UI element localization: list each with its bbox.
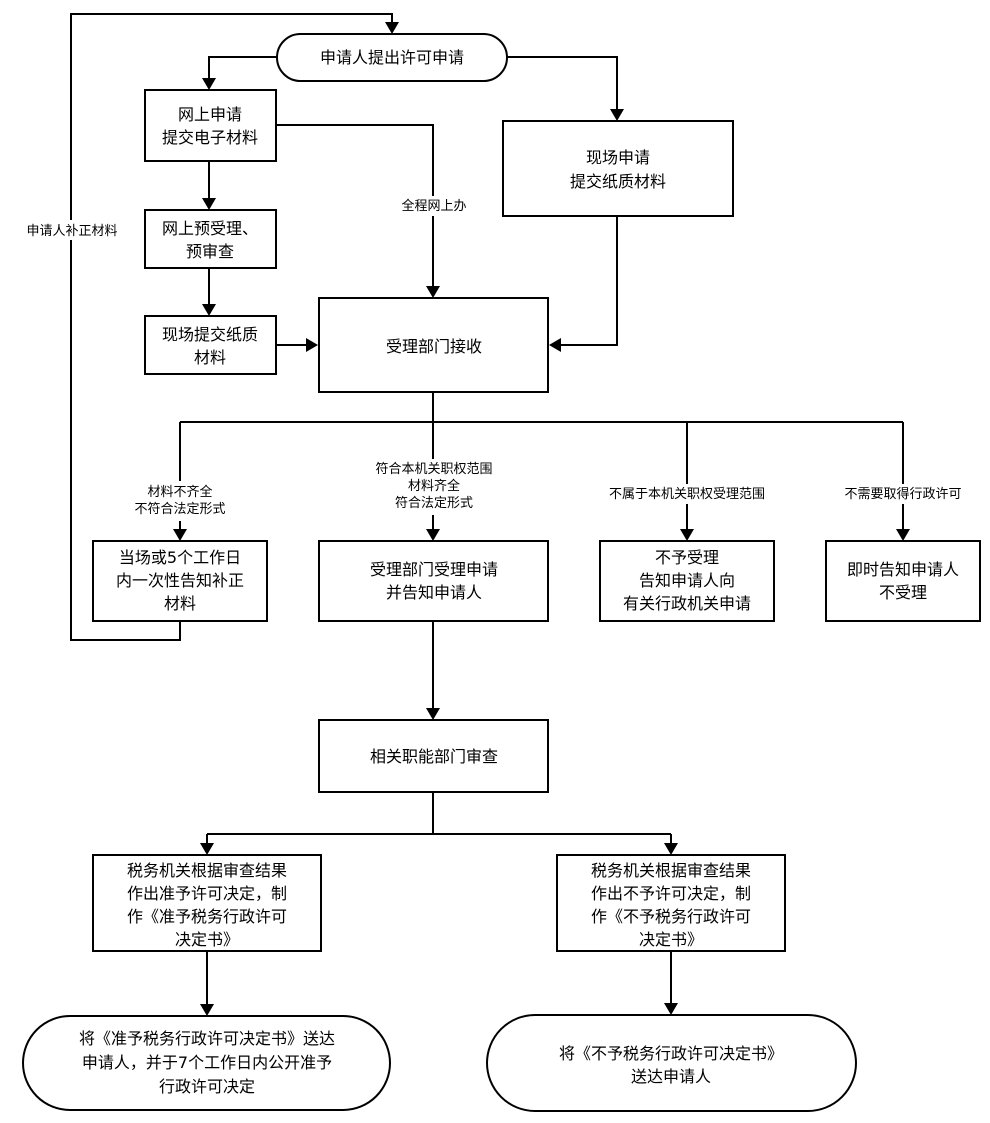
node-deny-decision: 税务机关根据审查结果 作出不予许可决定，制 作《不予税务行政许可 决定书》 <box>556 854 786 952</box>
svg-text:送达申请人: 送达申请人 <box>631 1067 711 1086</box>
svg-text:不受理: 不受理 <box>879 583 927 602</box>
arrowhead <box>200 1004 214 1016</box>
label-resubmit: 申请人补正材料 <box>14 220 130 240</box>
arrowhead <box>306 338 318 352</box>
arrowhead <box>680 529 694 541</box>
svg-text:材料齐全: 材料齐全 <box>408 478 460 494</box>
svg-text:申请人补正材料: 申请人补正材料 <box>26 224 117 239</box>
svg-text:受理部门接收: 受理部门接收 <box>386 337 482 356</box>
svg-text:税务机关根据审查结果: 税务机关根据审查结果 <box>591 861 751 880</box>
arrowhead <box>610 109 624 121</box>
svg-text:作《准予税务行政许可: 作《准予税务行政许可 <box>127 907 287 926</box>
node-online-apply: 网上申请 提交电子材料 <box>144 89 277 162</box>
arrowhead <box>896 529 910 541</box>
svg-text:受理部门受理申请: 受理部门受理申请 <box>370 560 498 579</box>
svg-text:将《不予税务行政许可决定书》: 将《不予税务行政许可决定书》 <box>559 1044 783 1063</box>
connectors <box>70 13 904 1008</box>
svg-text:材料: 材料 <box>164 594 196 613</box>
arrowheads <box>173 22 910 1016</box>
arrowhead <box>173 529 187 541</box>
svg-text:网上预受理、: 网上预受理、 <box>162 219 258 238</box>
svg-text:提交电子材料: 提交电子材料 <box>162 128 258 147</box>
svg-text:现场申请: 现场申请 <box>586 148 650 167</box>
arrowhead <box>385 22 399 34</box>
node-grant-deliver: 将《准予税务行政许可决定书》送达 申请人，并于7个工作日内公开准予 行政许可决定 <box>22 1015 391 1111</box>
edge-start-onsite <box>506 56 618 112</box>
arrowhead <box>426 708 440 720</box>
svg-text:材料: 材料 <box>194 348 226 367</box>
arrowhead <box>426 286 440 298</box>
node-dept-receive: 受理部门接收 <box>318 297 549 393</box>
node-start-text: 申请人提出许可申请 <box>320 48 464 67</box>
svg-text:税务机关根据审查结果: 税务机关根据审查结果 <box>127 861 287 880</box>
svg-text:作出准予许可决定，制: 作出准予许可决定，制 <box>127 884 287 903</box>
node-onsite-apply: 现场申请 提交纸质材料 <box>502 120 734 217</box>
node-dept-accept: 受理部门受理申请 并告知申请人 <box>318 540 549 622</box>
svg-text:不需要取得行政许可: 不需要取得行政许可 <box>844 486 961 502</box>
label-out-of-scope: 不属于本机关职权受理范围 <box>585 484 789 504</box>
node-onsite-paper: 现场提交纸质 材料 <box>144 315 277 375</box>
node-grant-decision: 税务机关根据审查结果 作出准予许可决定，制 作《准予税务行政许可 决定书》 <box>92 854 322 952</box>
edge-resubmit-loop <box>70 13 393 641</box>
svg-text:材料不齐全: 材料不齐全 <box>147 484 212 500</box>
svg-text:不予受理: 不予受理 <box>655 548 719 567</box>
svg-text:决定书》: 决定书》 <box>639 930 703 949</box>
node-reject-refer: 不予受理 告知申请人向 有关行政机关申请 <box>599 540 775 622</box>
svg-text:相关职能部门审查: 相关职能部门审查 <box>370 747 498 766</box>
svg-text:作出不予许可决定，制: 作出不予许可决定，制 <box>591 884 751 903</box>
svg-text:全程网上办: 全程网上办 <box>401 198 466 214</box>
arrowhead <box>426 529 440 541</box>
arrowhead <box>664 843 678 855</box>
svg-text:决定书》: 决定书》 <box>175 930 239 949</box>
svg-text:网上申请: 网上申请 <box>178 105 242 124</box>
edge-onsite-receive <box>557 216 618 346</box>
svg-text:现场提交纸质: 现场提交纸质 <box>162 325 258 344</box>
svg-text:将《准予税务行政许可决定书》送达: 将《准予税务行政许可决定书》送达 <box>79 1029 335 1048</box>
svg-text:告知申请人向: 告知申请人向 <box>639 571 735 590</box>
svg-text:不属于本机关职权受理范围: 不属于本机关职权受理范围 <box>609 486 765 502</box>
edge-start-online <box>208 56 277 82</box>
svg-text:有关行政机关申请: 有关行政机关申请 <box>623 594 751 613</box>
svg-text:预审查: 预审查 <box>186 242 234 261</box>
node-notify-correction: 当场或5个工作日 内一次性告知补正 材料 <box>92 540 268 622</box>
label-full-online: 全程网上办 <box>392 196 478 216</box>
node-start: 申请人提出许可申请 <box>276 33 508 82</box>
svg-text:作《不予税务行政许可: 作《不予税务行政许可 <box>591 907 751 926</box>
svg-text:当场或5个工作日: 当场或5个工作日 <box>119 548 241 567</box>
svg-text:并告知申请人: 并告知申请人 <box>386 583 482 602</box>
label-no-permit-needed: 不需要取得行政许可 <box>828 484 978 504</box>
svg-text:提交纸质材料: 提交纸质材料 <box>570 172 666 191</box>
svg-text:行政许可决定: 行政许可决定 <box>159 1077 255 1096</box>
label-incomplete: 材料不齐全 不符合法定形式 <box>115 481 245 521</box>
svg-text:符合法定形式: 符合法定形式 <box>395 495 473 511</box>
arrowhead <box>202 304 216 316</box>
arrowhead <box>549 338 561 352</box>
label-compliant: 符合本机关职权范围 材料齐全 符合法定形式 <box>355 459 513 515</box>
node-reject-immediate: 即时告知申请人 不受理 <box>825 540 981 622</box>
arrowhead <box>200 843 214 855</box>
svg-text:符合本机关职权范围: 符合本机关职权范围 <box>375 461 492 477</box>
svg-text:内一次性告知补正: 内一次性告知补正 <box>116 571 244 590</box>
arrowhead <box>202 198 216 210</box>
node-review: 相关职能部门审查 <box>318 719 549 793</box>
edge-full-online <box>276 124 434 290</box>
arrowhead <box>664 1003 678 1015</box>
node-online-prereview: 网上预受理、 预审查 <box>144 209 277 269</box>
node-deny-deliver: 将《不予税务行政许可决定书》 送达申请人 <box>486 1014 857 1112</box>
arrowhead <box>202 78 216 90</box>
svg-text:申请人，并于7个工作日内公开准予: 申请人，并于7个工作日内公开准予 <box>82 1053 332 1072</box>
svg-text:不符合法定形式: 不符合法定形式 <box>134 501 225 517</box>
svg-text:即时告知申请人: 即时告知申请人 <box>847 560 959 579</box>
